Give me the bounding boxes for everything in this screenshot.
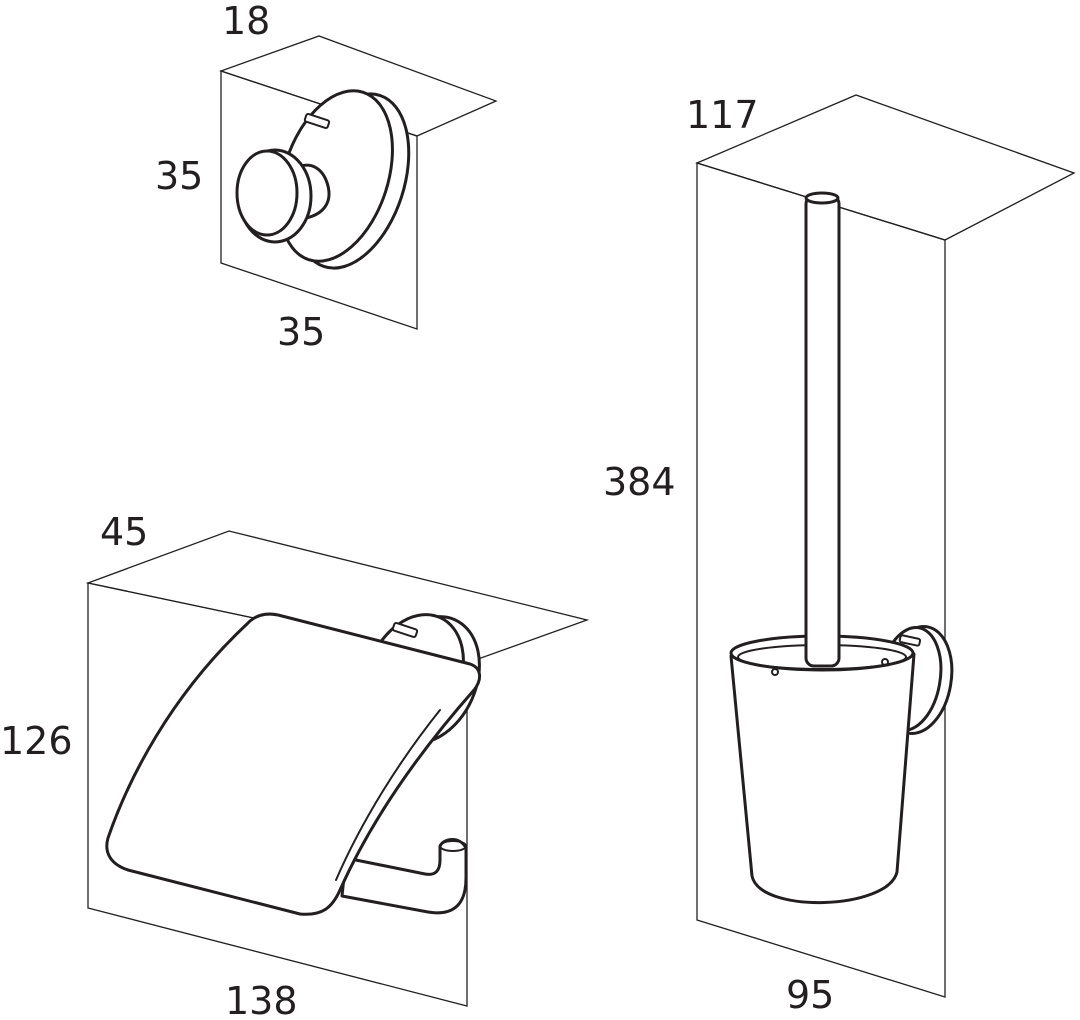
roll-holder-group: 45 126 138: [0, 510, 590, 1020]
brush-holder-group: 117 384 95: [603, 93, 1076, 1017]
hook-height-label: 35: [155, 154, 203, 198]
hook-group: 18 35 35: [155, 0, 498, 354]
brush-holder-illustration: [729, 191, 954, 905]
hook-width-label: 35: [277, 310, 325, 354]
hook-depth-label: 18: [222, 0, 270, 43]
brush-holder-height-label: 384: [603, 460, 676, 504]
brand-plate: [898, 634, 922, 647]
hook-illustration: [235, 89, 411, 270]
brush-holder-width-label: 95: [786, 973, 834, 1017]
roll-holder-width-label: 138: [225, 979, 298, 1020]
roll-holder-height-label: 126: [0, 719, 73, 763]
brush-holder-depth-label: 117: [686, 93, 759, 137]
brand-plate: [391, 622, 419, 638]
brush-holder-bounding-box: [695, 94, 1076, 998]
roll-holder-depth-label: 45: [100, 510, 148, 554]
brand-plate: [303, 113, 331, 129]
roll-holder-illustration: [105, 612, 481, 916]
